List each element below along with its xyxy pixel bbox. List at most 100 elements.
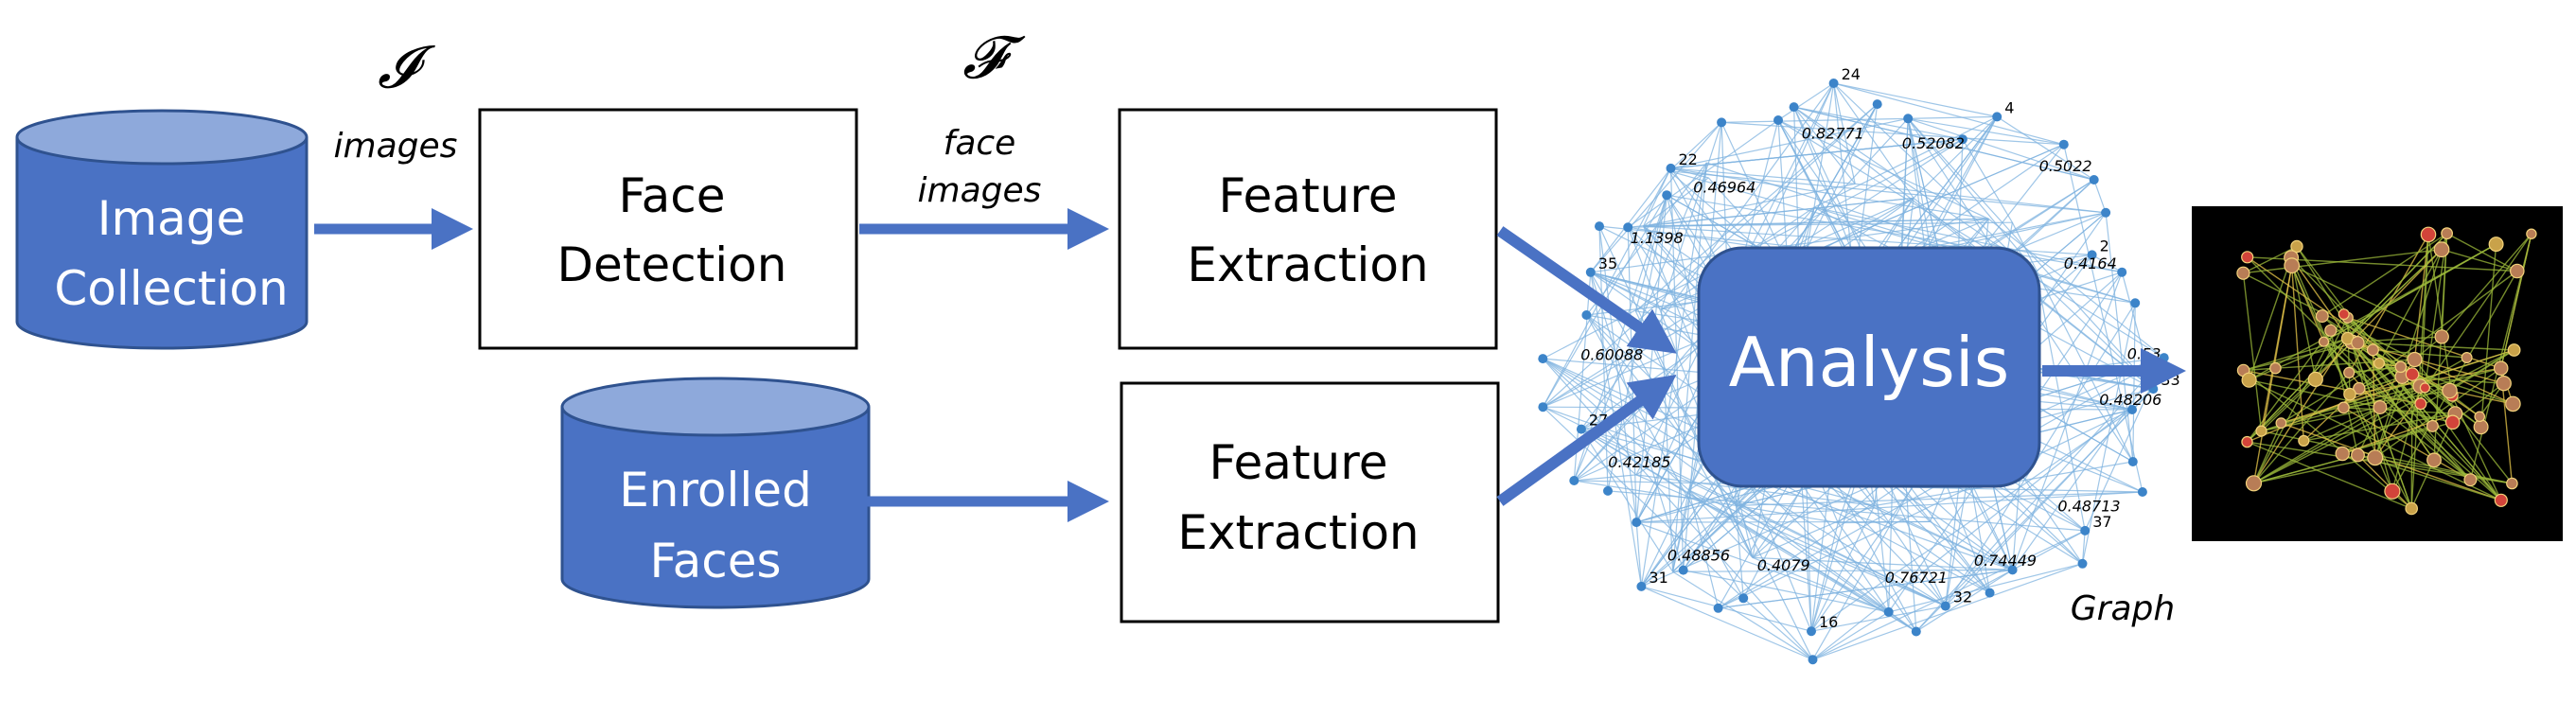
viz-edge	[2248, 257, 2292, 380]
face-detection-label-line2: Detection	[557, 237, 787, 292]
graph-node	[2101, 207, 2111, 218]
graph-edge	[1996, 115, 2095, 181]
graph-edge	[1590, 272, 1642, 587]
graph-edge	[1752, 556, 1889, 613]
face-images-label-line2: images	[918, 171, 1042, 210]
graph-node	[2080, 525, 2091, 535]
viz-edge	[2252, 338, 2349, 484]
graph-edge	[1718, 409, 2133, 609]
viz-node	[2426, 419, 2439, 432]
viz-edge	[2247, 373, 2413, 443]
graph-node	[1883, 606, 1894, 617]
graph-edge-weight: 0.48856	[1667, 546, 1730, 564]
graph-edge	[1908, 117, 2094, 181]
viz-node	[2373, 357, 2386, 369]
graph-node-label: 4	[2004, 98, 2014, 116]
graph-edge	[1672, 489, 1690, 572]
viz-edge	[2351, 342, 2412, 509]
viz-node	[2335, 446, 2350, 462]
graph-edge-weight: 0.48713	[2057, 497, 2120, 515]
viz-node	[2269, 361, 2282, 375]
feature-extraction-top-label-line2: Extraction	[1187, 237, 1428, 292]
viz-edge	[2291, 265, 2443, 338]
viz-edge	[2479, 244, 2497, 428]
graph-edge	[1687, 489, 1720, 608]
viz-node	[2373, 400, 2388, 415]
viz-node	[2324, 324, 2338, 337]
viz-node	[2255, 425, 2267, 437]
graph-edge-weight: 0.82771	[1802, 124, 1864, 142]
graph-edge	[1590, 167, 1671, 273]
graph-edge	[1643, 225, 2092, 255]
graph-edge	[1580, 429, 1917, 633]
graph-node	[1632, 518, 1642, 528]
graph-edge	[1742, 597, 1813, 660]
graph-edge-weight: 0.53	[2127, 345, 2161, 363]
viz-edge	[2291, 265, 2351, 395]
graph-node	[1576, 424, 1586, 434]
viz-node	[2493, 360, 2509, 376]
analysis-label: Analysis	[1729, 323, 2010, 402]
graph-edge	[1838, 520, 1931, 524]
face-images-symbol: 𝓕	[962, 23, 1026, 92]
feature-extraction-top-label-line1: Feature	[1219, 168, 1398, 223]
graph-node	[1828, 79, 1839, 88]
graph-edge	[1793, 106, 1964, 140]
viz-edge	[2303, 412, 2456, 442]
graph-edge-weight: 0.42185	[1608, 453, 1670, 471]
image-collection-label-line2: Collection	[54, 261, 288, 316]
viz-node	[2343, 387, 2356, 401]
graph-node	[1789, 102, 1799, 113]
viz-edge	[2357, 454, 2513, 484]
viz-edge	[2323, 243, 2497, 342]
graph-edge	[1721, 121, 2064, 146]
images-symbol: 𝓘	[378, 32, 435, 101]
graph-edge	[1793, 106, 2094, 181]
graph-edge	[1635, 195, 1667, 523]
graph-node	[1992, 112, 2003, 122]
graph-node	[2007, 565, 2018, 575]
graph-edge-weight: 0.4164	[2064, 254, 2117, 272]
viz-node	[2241, 372, 2257, 388]
graph-edge	[1598, 226, 1609, 491]
image-collection-label-line1: Image	[97, 191, 246, 246]
graph-node-label: 35	[1598, 254, 1617, 272]
images-label: images	[334, 127, 458, 166]
graph-edge	[1635, 474, 1875, 507]
viz-edge	[2261, 378, 2317, 432]
viz-edge	[2252, 372, 2350, 484]
viz-edge	[2441, 249, 2517, 272]
graph-edge	[1636, 491, 2143, 523]
viz-node	[2351, 448, 2365, 463]
graph-edge	[1574, 474, 1637, 482]
graph-node	[2058, 139, 2069, 149]
viz-edge	[2261, 367, 2501, 432]
graph-edge	[1752, 504, 1875, 558]
viz-node	[2290, 239, 2303, 254]
viz-node	[2384, 483, 2401, 500]
viz-edge	[2374, 233, 2448, 458]
viz-node	[2405, 501, 2418, 516]
viz-node	[2241, 435, 2253, 448]
viz-node	[2343, 366, 2355, 378]
viz-edge	[2242, 272, 2263, 431]
graph-edge	[2091, 254, 2123, 273]
viz-edge	[2243, 249, 2443, 274]
graph-node	[1940, 601, 1950, 611]
graph-edge	[1810, 522, 1839, 632]
graph-node-label: 22	[1679, 150, 1698, 168]
graph-visualization-render	[2236, 226, 2537, 516]
graph-node	[1713, 603, 1723, 613]
graph-edge	[1907, 117, 2038, 272]
viz-edge	[2424, 233, 2532, 389]
graph-node-label: 37	[2092, 513, 2111, 531]
viz-edge	[2246, 329, 2332, 443]
graph-edge-weight: 0.52082	[1902, 134, 1965, 152]
viz-edge	[2321, 233, 2447, 317]
viz-node	[2434, 329, 2449, 344]
graph-edge	[1574, 480, 1737, 506]
viz-edge	[2410, 234, 2429, 509]
graph-edge	[1668, 121, 1722, 172]
graph-edge	[1627, 227, 1637, 523]
